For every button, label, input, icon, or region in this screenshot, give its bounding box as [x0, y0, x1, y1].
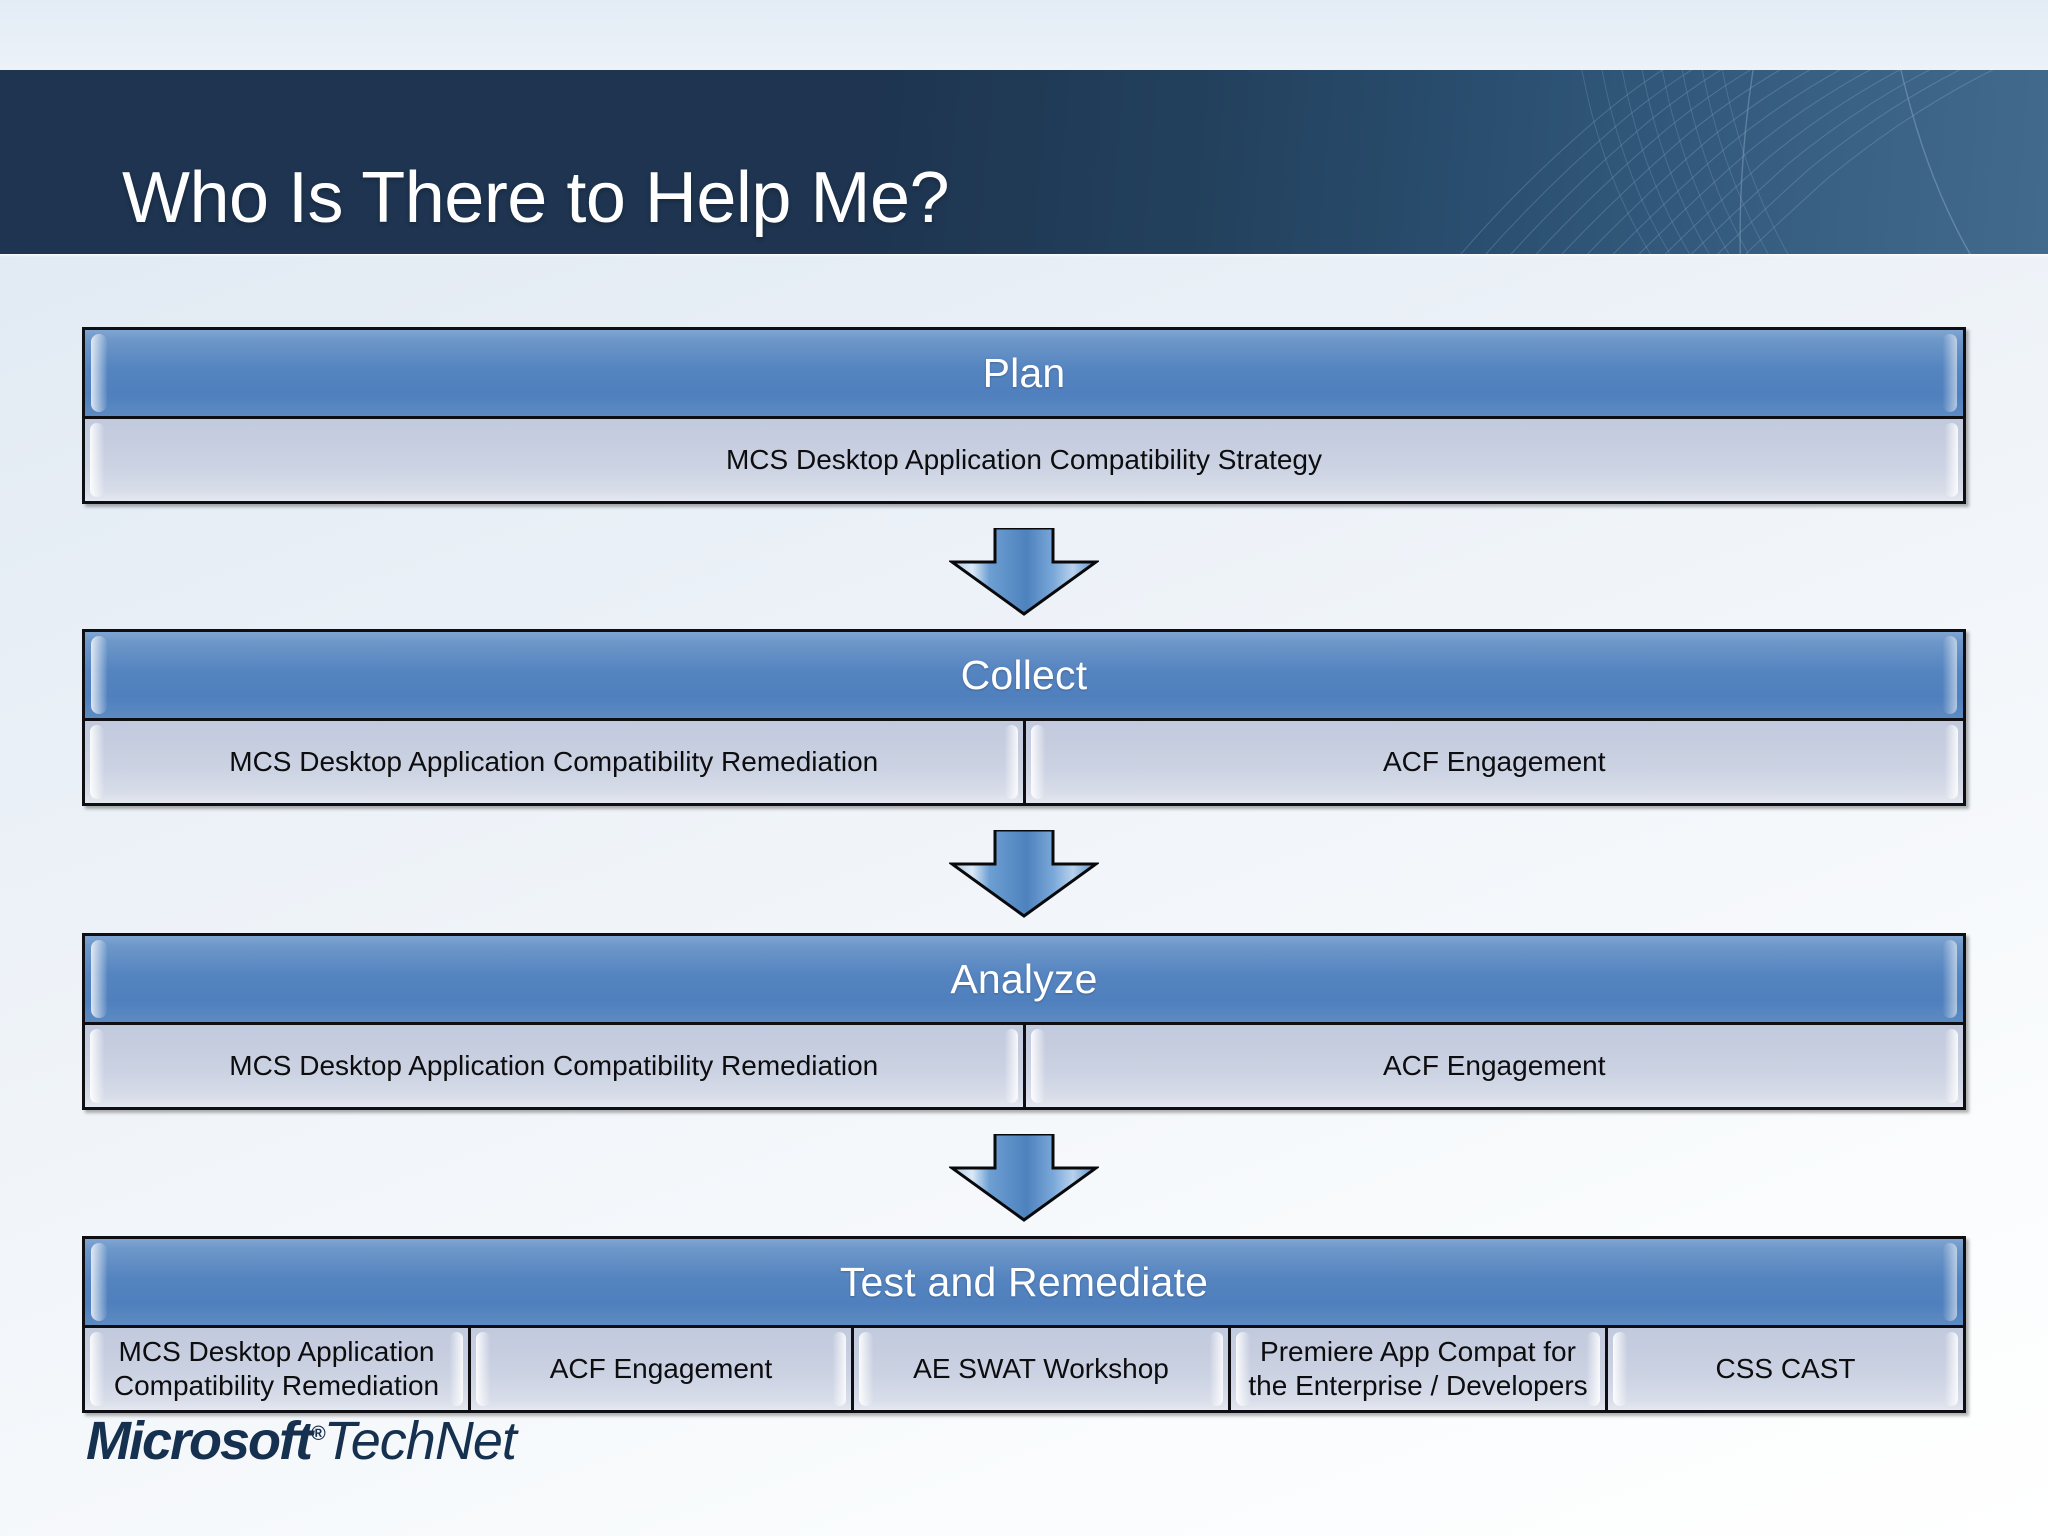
stage-item[interactable]: CSS CAST [1605, 1328, 1963, 1410]
stage-header-collect[interactable]: Collect [85, 632, 1963, 718]
stage-item-label: CSS CAST [1715, 1352, 1856, 1384]
stage-title: Plan [982, 349, 1066, 396]
top-strip [0, 0, 2048, 70]
stage-item-label: Premiere App Compat for the Enterprise /… [1248, 1335, 1588, 1401]
stage-items-test-and-remediate: MCS Desktop Application Compatibility Re… [85, 1325, 1963, 1410]
stage-title: Collect [960, 651, 1088, 698]
stage-item-label: MCS Desktop Application Compatibility St… [725, 443, 1323, 475]
stage-item[interactable]: MCS Desktop Application Compatibility Re… [85, 721, 1023, 803]
stage-item-label: MCS Desktop Application Compatibility Re… [229, 745, 879, 777]
stage-group-collect: Collect MCS Desktop Application Compatib… [82, 629, 1966, 806]
logo-product: TechNet [323, 1411, 517, 1471]
stage-item[interactable]: MCS Desktop Application Compatibility Re… [85, 1328, 468, 1410]
logo-brand: Microsoft [86, 1411, 313, 1471]
down-arrow-icon [949, 1134, 1099, 1222]
stage-item-label: MCS Desktop Application Compatibility Re… [229, 1049, 879, 1081]
stage-header-plan[interactable]: Plan [85, 330, 1963, 416]
microsoft-technet-logo: Microsoft®TechNet [86, 1411, 517, 1471]
stage-title: Analyze [950, 955, 1098, 1002]
stage-item[interactable]: AE SWAT Workshop [851, 1328, 1228, 1410]
stage-item-label: ACF Engagement [1382, 745, 1606, 777]
stage-item-label: ACF Engagement [1382, 1049, 1606, 1081]
stage-item-label: AE SWAT Workshop [913, 1352, 1169, 1384]
stage-items-collect: MCS Desktop Application Compatibility Re… [85, 718, 1963, 803]
stage-items-analyze: MCS Desktop Application Compatibility Re… [85, 1022, 1963, 1107]
stage-item[interactable]: MCS Desktop Application Compatibility Re… [85, 1025, 1023, 1107]
registered-trademark-icon: ® [311, 1423, 326, 1445]
stage-title: Test and Remediate [839, 1258, 1209, 1305]
stage-item[interactable]: MCS Desktop Application Compatibility St… [85, 419, 1963, 501]
stage-items-plan: MCS Desktop Application Compatibility St… [85, 416, 1963, 501]
page-title: Who Is There to Help Me? [122, 158, 950, 238]
banner-underline [0, 254, 2048, 257]
down-arrow-icon [949, 528, 1099, 616]
stage-item-label: ACF Engagement [549, 1352, 773, 1384]
stage-item[interactable]: ACF Engagement [468, 1328, 851, 1410]
stage-item[interactable]: ACF Engagement [1022, 1025, 1963, 1107]
stage-header-test-and-remediate[interactable]: Test and Remediate [85, 1239, 1963, 1325]
slide-header-banner: Who Is There to Help Me? [0, 70, 2048, 254]
stage-item[interactable]: ACF Engagement [1022, 721, 1963, 803]
stage-group-analyze: Analyze MCS Desktop Application Compatib… [82, 933, 1966, 1110]
stage-header-analyze[interactable]: Analyze [85, 936, 1963, 1022]
down-arrow-icon [949, 830, 1099, 918]
stage-item-label: MCS Desktop Application Compatibility Re… [113, 1335, 440, 1401]
stage-group-test-and-remediate: Test and Remediate MCS Desktop Applicati… [82, 1236, 1966, 1413]
stage-group-plan: Plan MCS Desktop Application Compatibili… [82, 327, 1966, 504]
stage-item[interactable]: Premiere App Compat for the Enterprise /… [1228, 1328, 1605, 1410]
